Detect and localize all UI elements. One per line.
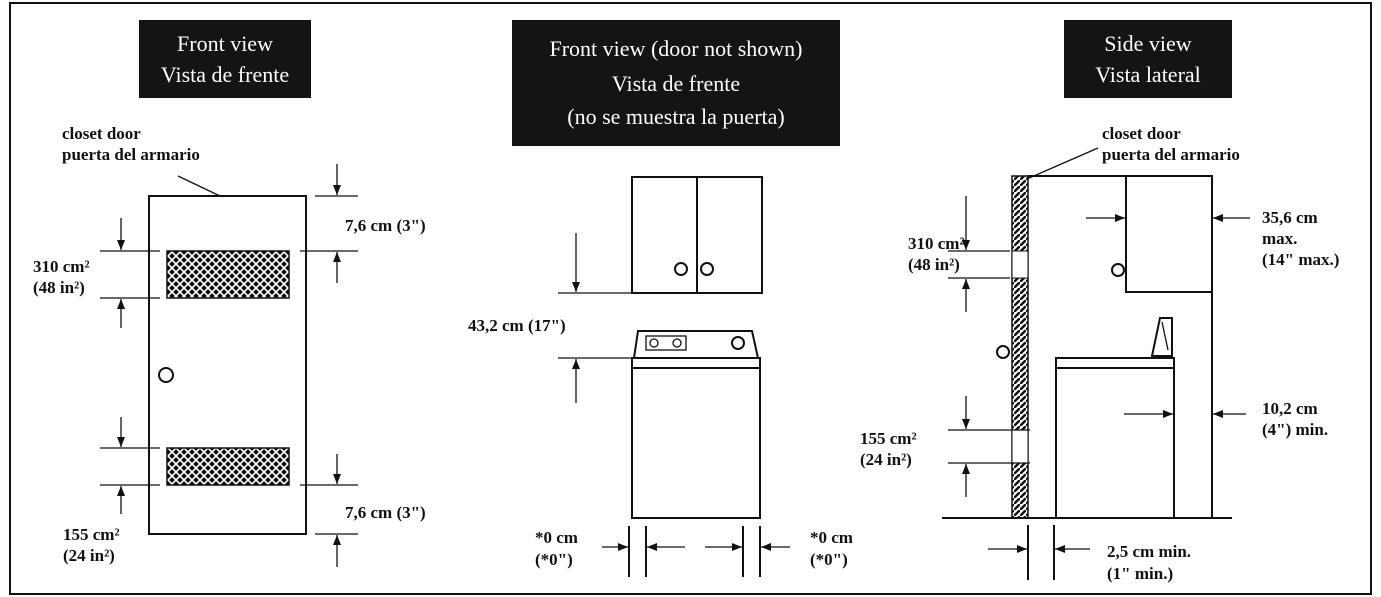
- front-closet-door-label-en: closet door: [62, 124, 141, 143]
- cabinet-depth-max: max.: [1262, 229, 1297, 248]
- door-clearance-in: (1" min.): [1107, 564, 1173, 583]
- bottom-vent-grille: [166, 447, 290, 486]
- left-clearance-in: (*0"): [535, 550, 573, 569]
- washer-side: [1055, 317, 1175, 519]
- side-door-knob-icon: [996, 345, 1010, 359]
- washer-front: [631, 330, 761, 519]
- outer-frame: [9, 2, 1372, 595]
- front-bottom-vent-area-in: (24 in²): [63, 546, 115, 565]
- top-vent-grille: [166, 250, 290, 299]
- height-clearance-label: 43,2 cm (17"): [468, 316, 566, 335]
- washer-console-side: [1150, 317, 1173, 357]
- title-front-line2: Vista de frente: [161, 62, 289, 87]
- side-bottom-vent-area-cm: 155 cm²: [860, 429, 917, 448]
- closet-door-side-section: [1011, 175, 1029, 519]
- title-front-no-door: Front view (door not shown) Vista de fre…: [512, 20, 840, 146]
- closet-door-outline: [148, 195, 307, 535]
- washer-dial-icon: [731, 336, 745, 350]
- side-bottom-vent-area-in: (24 in²): [860, 450, 912, 469]
- washer-cabinet: [631, 367, 761, 519]
- cabinet-knob-left-icon: [674, 262, 688, 276]
- right-clearance-cm: *0 cm: [810, 528, 853, 547]
- side-closet-door-label-es: puerta del armario: [1102, 145, 1240, 164]
- washer-console: [632, 330, 760, 359]
- title-front-no-door-line1: Front view (door not shown): [550, 36, 803, 61]
- rear-clearance-cm: 10,2 cm: [1262, 399, 1318, 418]
- front-bottom-vent-area-cm: 155 cm²: [63, 525, 120, 544]
- front-top-vent-area-cm: 310 cm²: [33, 257, 90, 276]
- door-knob-icon: [158, 367, 174, 383]
- side-top-vent-area-cm: 310 cm²: [908, 234, 965, 253]
- rear-clearance-in: (4") min.: [1262, 420, 1328, 439]
- title-front-line1: Front view: [177, 31, 273, 56]
- cabinet-depth-cm: 35,6 cm: [1262, 208, 1318, 227]
- title-front-no-door-line3: (no se muestra la puerta): [567, 104, 784, 129]
- front-no-door-panel: 43,2 cm (17") *0 cm (*0") *0 cm (*0"): [468, 176, 853, 577]
- side-top-vent-area-in: (48 in²): [908, 255, 960, 274]
- cabinet-knob-side-icon: [1111, 263, 1125, 277]
- title-side-line2: Vista lateral: [1095, 62, 1201, 87]
- side-view-panel: closet door puerta del armario 310 cm² (…: [860, 124, 1339, 583]
- front-top-vent-area-in: (48 in²): [33, 278, 85, 297]
- washer-lid: [631, 357, 761, 369]
- front-bottom-gap-label: 7,6 cm (3"): [345, 503, 426, 522]
- cabinet-depth-in: (14" max.): [1262, 250, 1339, 269]
- title-front-view: Front view Vista de frente: [139, 20, 311, 98]
- upper-cabinet-side: [1125, 175, 1213, 293]
- front-closet-door-leader: [177, 175, 221, 197]
- title-side-line1: Side view: [1104, 31, 1191, 56]
- title-side-view: Side view Vista lateral: [1064, 20, 1232, 98]
- left-clearance-cm: *0 cm: [535, 528, 578, 547]
- front-top-gap-label: 7,6 cm (3"): [345, 216, 426, 235]
- cabinet-knob-right-icon: [700, 262, 714, 276]
- front-closet-door-label-es: puerta del armario: [62, 145, 200, 164]
- side-closet-door-label-en: closet door: [1102, 124, 1181, 143]
- right-clearance-in: (*0"): [810, 550, 848, 569]
- front-view-panel: closet door puerta del armario 7,6 cm (3…: [33, 124, 426, 567]
- title-front-no-door-line2: Vista de frente: [612, 71, 740, 96]
- door-clearance-cm: 2,5 cm min.: [1107, 542, 1191, 561]
